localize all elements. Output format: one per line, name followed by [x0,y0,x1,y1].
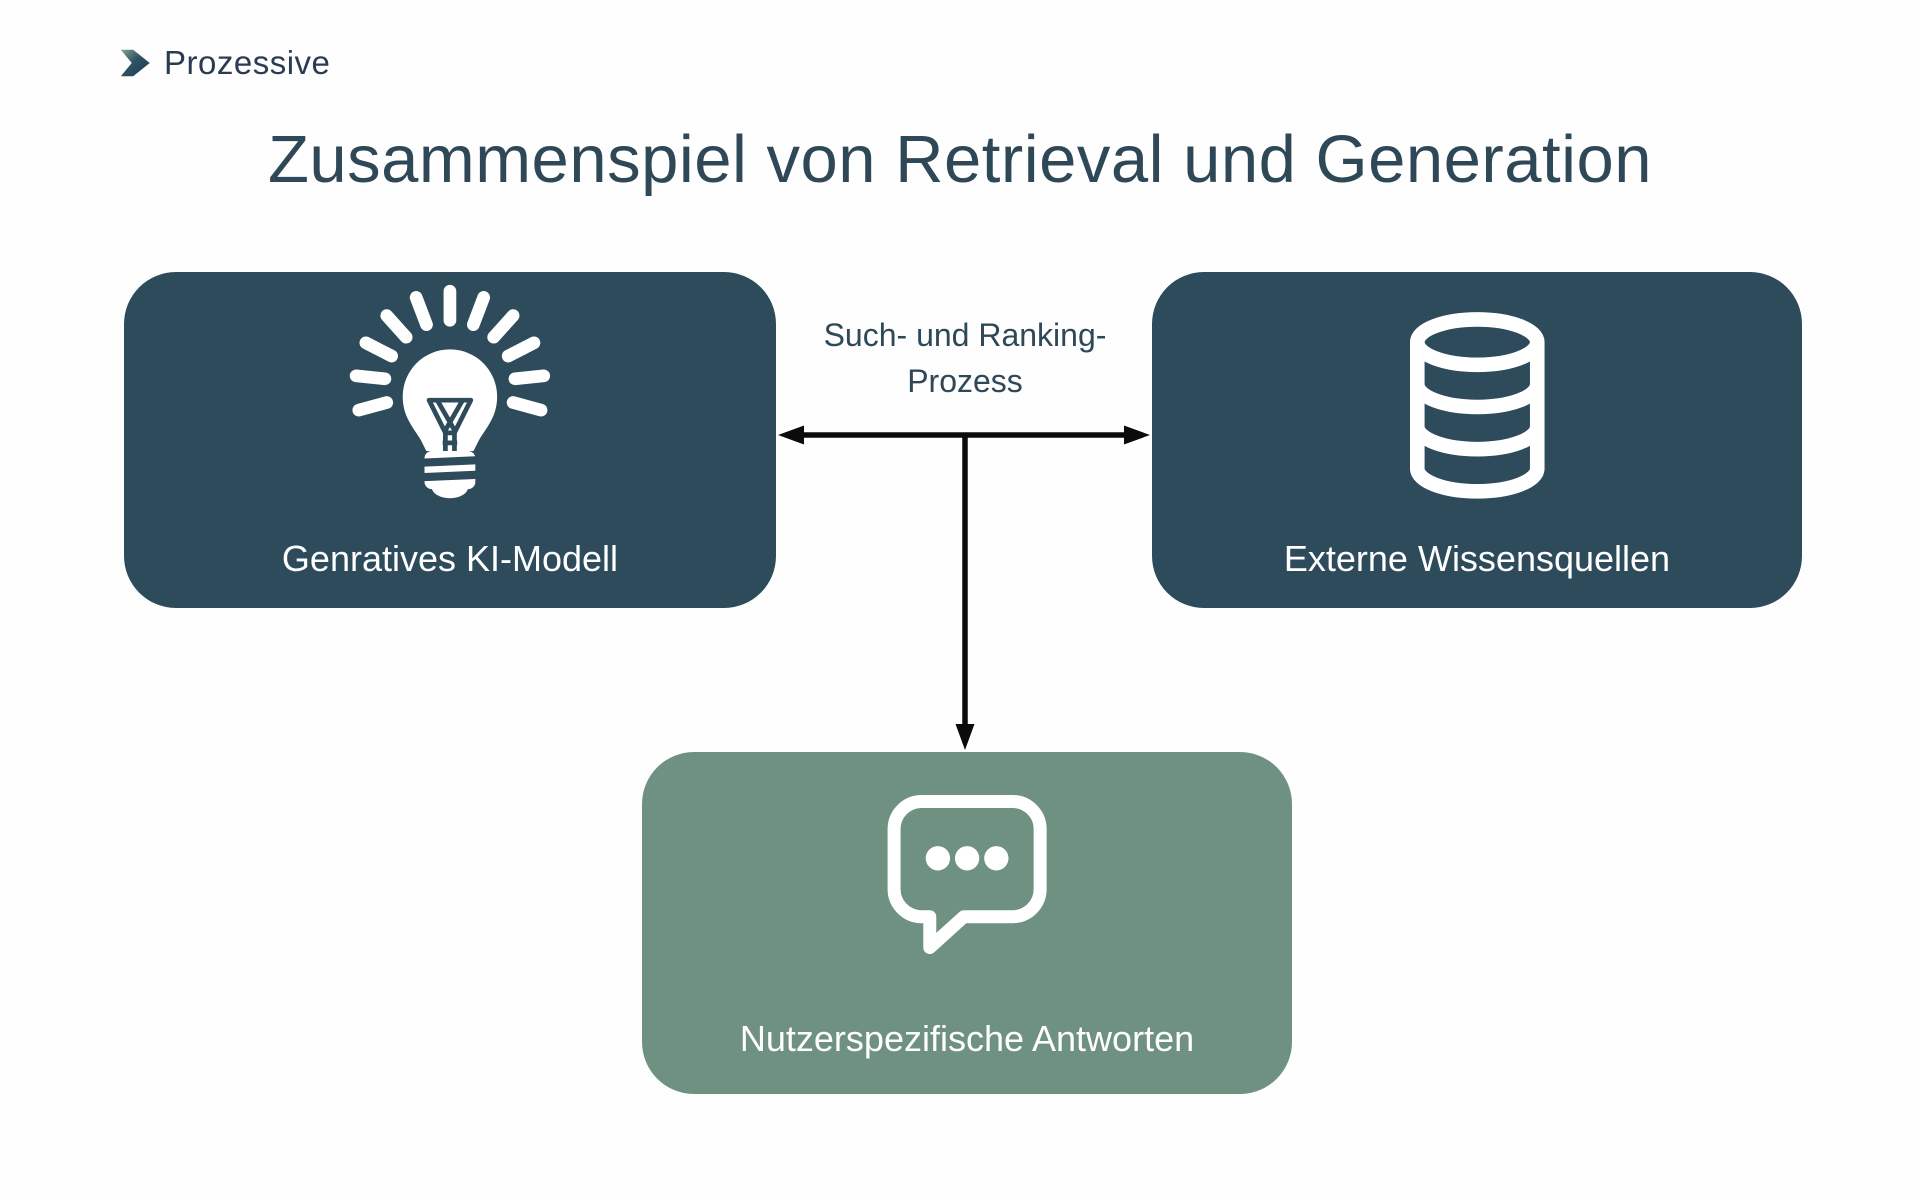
chat-bubble-icon [887,794,1047,955]
arrowhead-left [778,425,804,445]
arrowhead-right [1124,425,1150,445]
brand-name: Prozessive [164,44,331,81]
connector-label-line2: Prozess [907,363,1023,399]
node-label-user-answers: Nutzerspezifische Antworten [739,1018,1195,1059]
node-generative-model: Genratives KI-Modell [124,272,776,608]
brand-logo: Prozessive [118,44,330,82]
chevron-icon [120,49,150,77]
node-label-knowledge-sources: Externe Wissensquellen [1283,538,1671,579]
typing-dots [925,846,1009,871]
arrowhead-down [955,724,975,750]
lightbulb-icon [349,284,551,499]
node-label-generative-model: Genratives KI-Modell [281,538,619,579]
connector-label-line1: Such- und Ranking- [823,317,1107,353]
node-knowledge-sources: Externe Wissensquellen [1152,272,1802,608]
database-icon [1409,312,1545,499]
node-user-answers: Nutzerspezifische Antworten [642,752,1292,1094]
connector-label: Such- und Ranking- Prozess [665,312,1265,404]
page-title: Zusammenspiel von Retrieval und Generati… [267,122,1653,197]
